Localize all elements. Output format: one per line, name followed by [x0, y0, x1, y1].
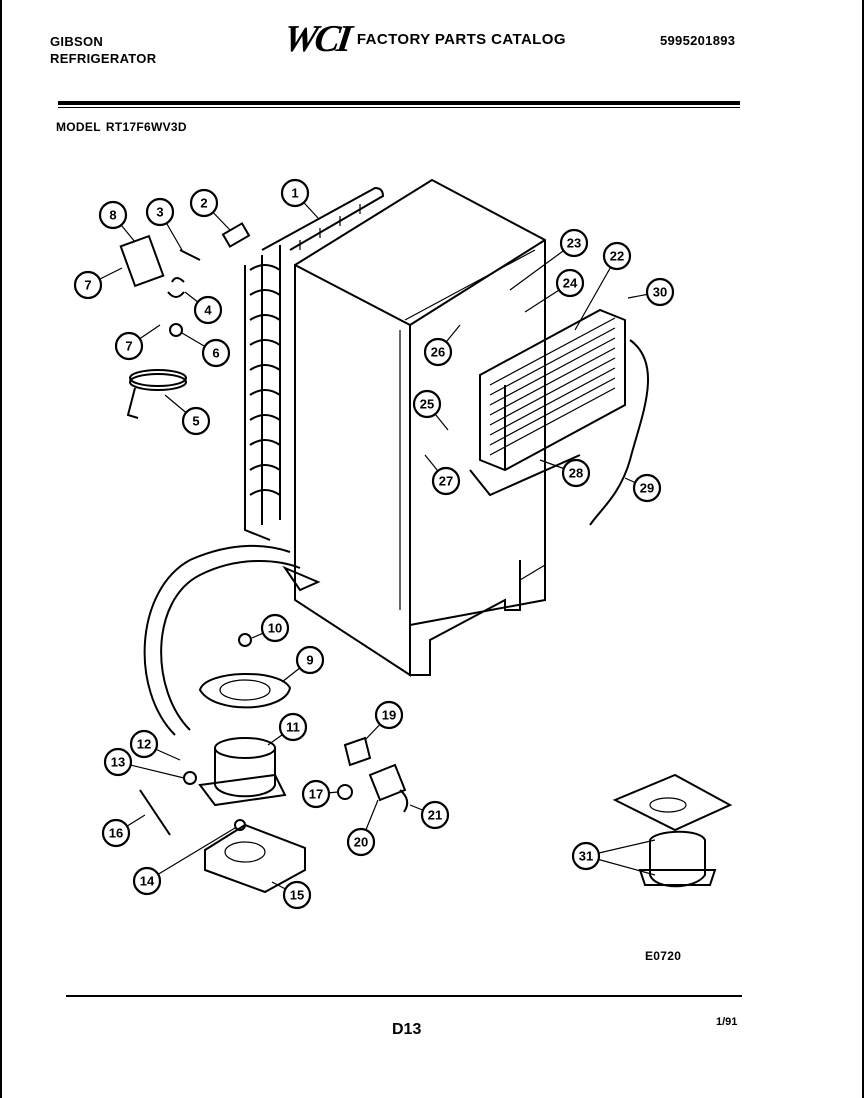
drain-pan-assembly	[612, 773, 733, 888]
page-code: D13	[392, 1021, 422, 1038]
compressor-assembly	[139, 633, 306, 894]
callout-label: 21	[428, 808, 442, 823]
callout-label: 25	[420, 397, 434, 412]
callout-22: 22	[574, 241, 632, 331]
callout-24: 24	[524, 268, 585, 313]
relay-part	[221, 222, 251, 248]
callout-label: 10	[268, 621, 282, 636]
callout-26: 26	[423, 324, 461, 367]
callout-label: 4	[204, 303, 212, 318]
callout-label: 23	[567, 236, 581, 251]
callout-27: 27	[424, 454, 461, 496]
bracket-part	[119, 234, 165, 288]
callout-13: 13	[103, 747, 185, 779]
drain-tube	[589, 339, 650, 526]
callout-10: 10	[251, 613, 290, 643]
callout-28: 28	[539, 458, 591, 488]
callout-15: 15	[271, 880, 312, 910]
callout-label: 28	[569, 466, 583, 481]
callout-14: 14	[132, 827, 236, 896]
callout-17: 17	[301, 779, 339, 809]
callout-21: 21	[409, 800, 450, 830]
power-cord	[126, 369, 187, 419]
callout-12: 12	[129, 729, 181, 761]
model-label: MODEL	[56, 120, 101, 134]
callout-label: 13	[111, 755, 125, 770]
callout-19: 19	[364, 700, 404, 741]
callout-8: 8	[98, 200, 136, 243]
callout-3: 3	[145, 197, 183, 251]
catalog-number: 5995201893	[660, 33, 736, 48]
callout-label: 7	[84, 278, 91, 293]
callout-1: 1	[280, 178, 319, 219]
catalog-title: FACTORY PARTS CATALOG	[356, 30, 566, 48]
callout-label: 6	[212, 346, 219, 361]
callout-label: 11	[286, 720, 300, 735]
callout-7a: 7	[73, 267, 123, 300]
callout-23: 23	[509, 228, 589, 291]
model-line: MODEL RT17F6WV3D	[56, 120, 192, 134]
wire-clip-part	[167, 249, 201, 298]
callout-29: 29	[624, 473, 662, 503]
callout-label: 19	[382, 708, 396, 723]
callout-label: 8	[109, 208, 116, 223]
date-code: 1/91	[716, 1016, 738, 1028]
callout-label: 5	[192, 414, 199, 429]
callout-label: 16	[109, 826, 123, 841]
callout-11: 11	[267, 712, 308, 746]
callout-label: 20	[354, 835, 368, 850]
callout-label: 31	[579, 849, 593, 864]
brand-block: GIBSON REFRIGERATOR	[50, 33, 156, 67]
callout-label: 29	[640, 481, 654, 496]
callout-label: 9	[306, 653, 313, 668]
illustration-code: E0720	[645, 949, 682, 963]
tube-arrow-inner	[143, 544, 291, 736]
callout-30: 30	[627, 277, 675, 307]
catalog-header: WCI FACTORY PARTS CATALOG	[281, 18, 566, 60]
header-rule	[58, 101, 740, 105]
callout-25: 25	[412, 389, 449, 431]
callout-4: 4	[184, 291, 223, 325]
callout-2: 2	[189, 188, 231, 231]
tube-arrow	[160, 560, 301, 731]
callout-label: 24	[563, 276, 578, 291]
callout-label: 30	[653, 285, 667, 300]
callout-label: 7	[125, 339, 132, 354]
callout-label: 26	[431, 345, 445, 360]
header-rule-thin	[58, 107, 740, 108]
model-number: RT17F6WV3D	[105, 120, 187, 134]
callout-label: 2	[200, 196, 207, 211]
callout-label: 1	[291, 186, 298, 201]
cabinet	[294, 178, 546, 677]
arrow-head	[282, 565, 321, 592]
callout-label: 27	[439, 474, 453, 489]
callout-6: 6	[181, 332, 231, 368]
callout-label: 12	[137, 737, 151, 752]
callout-9: 9	[281, 645, 325, 683]
callout-label: 17	[309, 787, 323, 802]
callout-31: 31	[571, 839, 656, 876]
callout-16: 16	[101, 814, 146, 848]
evaporator-coil	[469, 308, 626, 497]
callout-label: 14	[140, 874, 155, 889]
relay-overload-parts	[337, 736, 409, 813]
callout-5: 5	[164, 394, 211, 436]
callout-7b: 7	[114, 324, 161, 361]
connector-part	[169, 323, 183, 337]
callout-label: 3	[156, 205, 163, 220]
callout-20: 20	[346, 799, 379, 857]
brand-name: GIBSON	[50, 34, 104, 49]
callout-label: 15	[290, 888, 304, 903]
footer-rule	[66, 995, 742, 997]
condenser-coil	[244, 186, 385, 541]
appliance-type: REFRIGERATOR	[50, 51, 157, 66]
callout-label: 22	[610, 249, 624, 264]
